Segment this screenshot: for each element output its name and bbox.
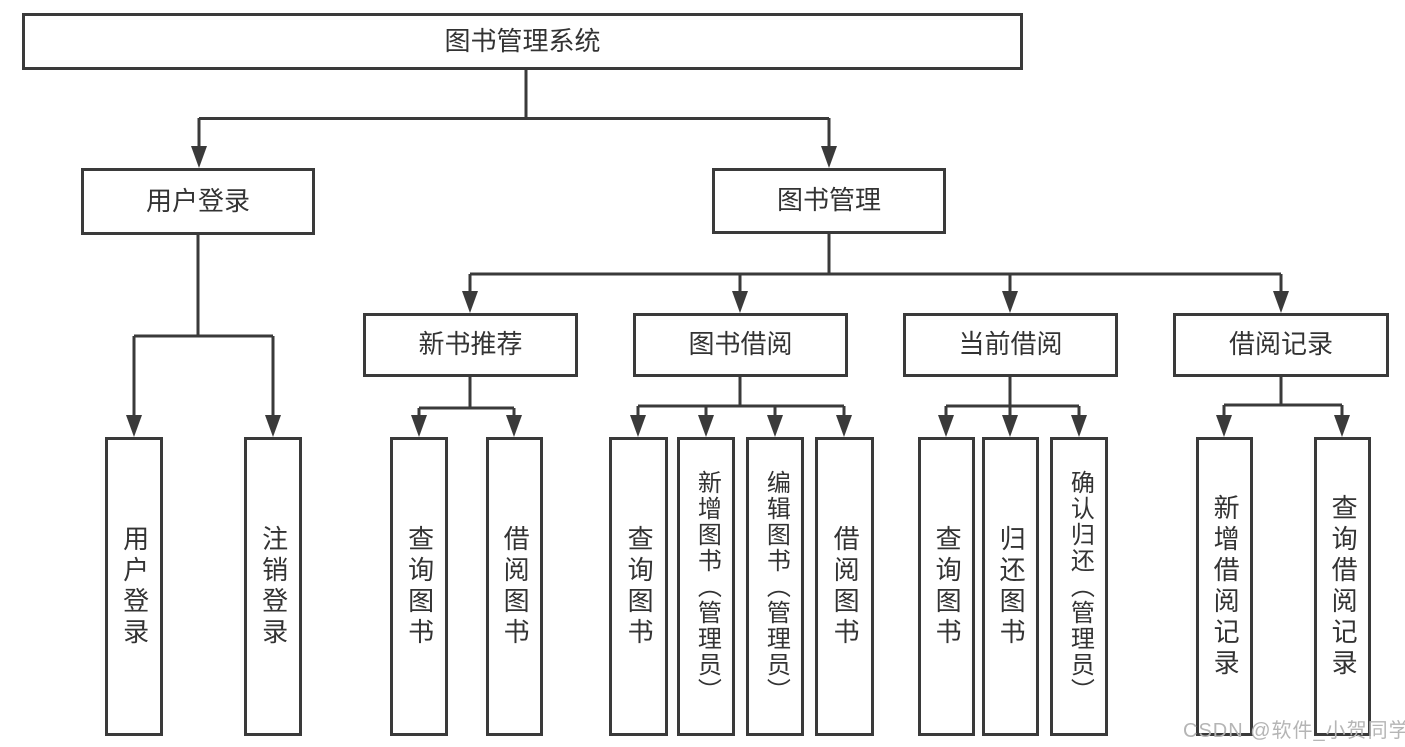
node-leaf-user-login: 用户登录 — [105, 437, 163, 736]
node-leaf-query-books-recommend: 查询图书 — [390, 437, 448, 736]
node-borrow-records: 借阅记录 — [1173, 313, 1389, 377]
node-root-system: 图书管理系统 — [22, 13, 1023, 70]
node-new-book-recommend: 新书推荐 — [363, 313, 578, 377]
csdn-watermark: CSDN @软件_小贺同学 — [1183, 720, 1405, 742]
node-leaf-add-books-admin: 新增图书（管理员） — [677, 437, 735, 736]
node-leaf-confirm-return-admin: 确认归还（管理员） — [1050, 437, 1108, 736]
node-leaf-borrow-books: 借阅图书 — [815, 437, 874, 736]
node-leaf-query-books-current: 查询图书 — [918, 437, 975, 736]
node-leaf-borrow-books-recommend: 借阅图书 — [486, 437, 543, 736]
node-leaf-add-borrow-record: 新增借阅记录 — [1196, 437, 1253, 736]
node-leaf-return-books: 归还图书 — [982, 437, 1039, 736]
node-user-login: 用户登录 — [81, 168, 315, 235]
node-leaf-edit-books-admin: 编辑图书（管理员） — [746, 437, 804, 736]
node-current-borrow: 当前借阅 — [903, 313, 1118, 377]
node-leaf-query-borrow-record: 查询借阅记录 — [1314, 437, 1371, 736]
node-leaf-query-books-borrow: 查询图书 — [609, 437, 668, 736]
node-book-management: 图书管理 — [712, 168, 946, 234]
node-book-borrow: 图书借阅 — [633, 313, 848, 377]
node-leaf-logout: 注销登录 — [244, 437, 302, 736]
